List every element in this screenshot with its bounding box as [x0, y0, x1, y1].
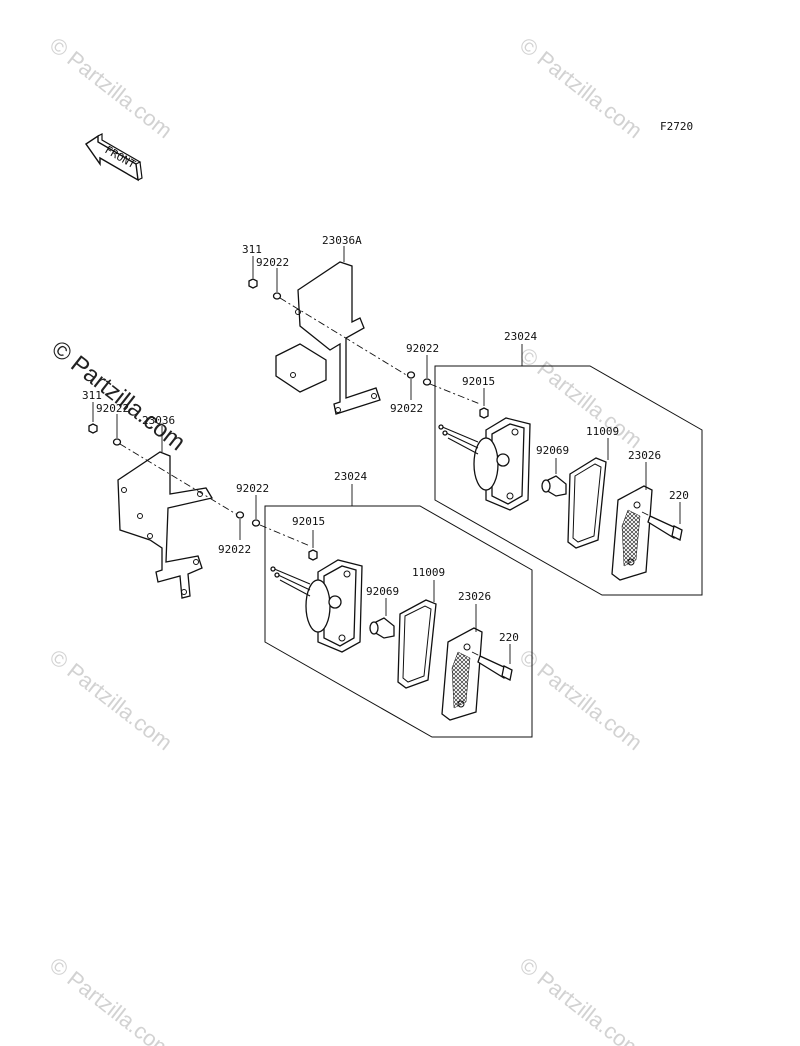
upper-lamp-frame — [434, 365, 703, 596]
label-23024-lower: 23024 — [334, 470, 367, 483]
gasket-11009-upper — [567, 457, 607, 549]
label-92022-upper-a: 92022 — [256, 256, 289, 269]
watermark-top-left: © Partzilla.com — [45, 32, 177, 143]
washer-92022-upper-a — [272, 292, 282, 300]
label-92022-lower-c: 92022 — [218, 543, 251, 556]
watermark-bottom-left: © Partzilla.com — [45, 952, 177, 1046]
label-220-lower: 220 — [499, 631, 519, 644]
washer-92022-lower-c — [251, 519, 261, 527]
washer-92022-lower-b — [235, 511, 245, 519]
screw-92015-upper — [479, 407, 489, 419]
watermark-top-right: © Partzilla.com — [515, 32, 647, 143]
label-92069-upper: 92069 — [536, 444, 569, 457]
label-23024-upper: 23024 — [504, 330, 537, 343]
bracket-23036a — [275, 261, 381, 415]
label-11009-upper: 11009 — [586, 425, 619, 438]
label-92022-upper-b: 92022 — [406, 342, 439, 355]
watermark-mid-right: © Partzilla.com — [515, 342, 647, 453]
watermark-dark: © Partzilla.com — [46, 335, 190, 456]
lens-23026-upper — [611, 485, 653, 581]
washer-92022-lower-a — [112, 438, 122, 446]
lamp-housing-23024-lower — [270, 559, 363, 653]
lens-23026-lower — [441, 627, 483, 721]
label-92015-lower: 92015 — [292, 515, 325, 528]
label-92069-lower: 92069 — [366, 585, 399, 598]
screw-220-lower — [477, 655, 513, 681]
lower-lamp-frame — [264, 505, 533, 738]
gasket-11009-lower — [397, 599, 437, 689]
lamp-housing-23024-upper — [438, 417, 531, 511]
washer-92022-upper-c — [422, 378, 432, 386]
label-92022-lower-b: 92022 — [236, 482, 269, 495]
watermark-group: © Partzilla.com © Partzilla.com © Partzi… — [45, 32, 647, 1046]
label-92022-upper-c: 92022 — [390, 402, 423, 415]
bulb-92069-lower — [369, 617, 395, 639]
label-92015-upper: 92015 — [462, 375, 495, 388]
washer-92022-upper-b — [406, 371, 416, 379]
figure-code: F2720 — [660, 120, 693, 133]
label-311-upper: 311 — [242, 243, 262, 256]
front-arrow-icon: FRONT — [85, 133, 143, 182]
label-311-lower: 311 — [82, 389, 102, 402]
label-92022-lower-a: 92022 — [96, 402, 129, 415]
watermark-low-right: © Partzilla.com — [515, 644, 647, 755]
nut-311-lower — [88, 423, 98, 434]
lower-assembly: 311 92022 23036 92022 92022 23024 92015 … — [82, 389, 533, 738]
label-23026-lower: 23026 — [458, 590, 491, 603]
screw-92015-lower — [308, 549, 318, 561]
label-220-upper: 220 — [669, 489, 689, 502]
label-23036: 23036 — [142, 414, 175, 427]
nut-311-upper — [248, 278, 258, 289]
bracket-23036 — [117, 451, 214, 599]
label-23026-upper: 23026 — [628, 449, 661, 462]
screw-220-upper — [647, 515, 683, 541]
label-11009-lower: 11009 — [412, 566, 445, 579]
watermark-low-left: © Partzilla.com — [45, 644, 177, 755]
watermark-bottom-right: © Partzilla.com — [515, 952, 647, 1046]
upper-assembly: 311 92022 23036A 92022 92022 23024 92015… — [242, 234, 703, 596]
bulb-92069-upper — [541, 475, 567, 497]
label-23036a: 23036A — [322, 234, 362, 247]
